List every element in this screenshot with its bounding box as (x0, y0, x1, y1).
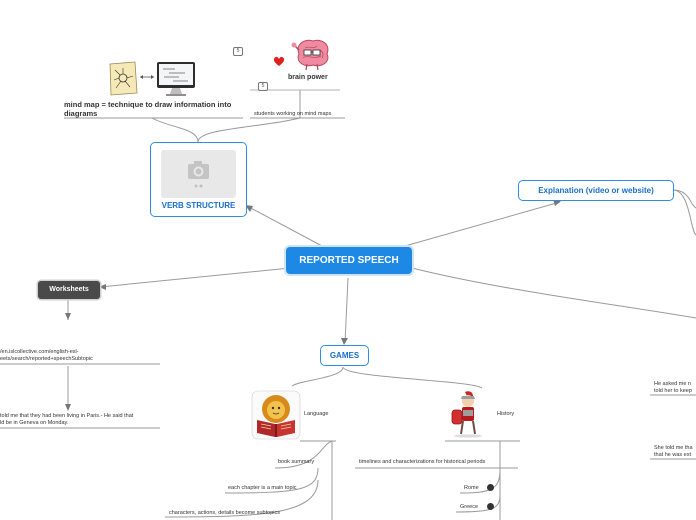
language-item-2: characters, actions, details become subt… (169, 510, 280, 516)
verb-structure-node[interactable]: VERB STRUCTURE (150, 142, 247, 217)
comment-count-icon: 5 (258, 82, 268, 91)
roman-soldier-icon (447, 390, 487, 443)
image-placeholder-icon (161, 150, 236, 198)
central-node-label: REPORTED SPEECH (299, 255, 399, 266)
right-note-1-line2: told her to keep (654, 388, 692, 394)
worksheets-example-line2: ld be in Geneva on Monday. (0, 420, 69, 426)
brain-power-label: brain power (288, 74, 328, 81)
mind-map-note: mind map = technique to draw information… (64, 100, 232, 118)
right-note-1-line1: He asked me n (654, 381, 691, 387)
heart-icon (273, 54, 285, 72)
globe-icon[interactable] (487, 484, 494, 491)
language-item-1: each chapter is a main topic (228, 485, 297, 491)
book-lion-icon (251, 390, 301, 445)
comment-count-icon: 5 (233, 47, 243, 56)
worksheets-label: Worksheets (49, 286, 89, 293)
central-node[interactable]: REPORTED SPEECH (286, 247, 412, 274)
worksheets-example-line1: told me that they had been living in Par… (0, 413, 134, 419)
students-note: students working on mind maps (254, 111, 332, 117)
games-label: GAMES (329, 351, 360, 360)
worksheets-link-line2[interactable]: eets/search/reported+speechSubtopic (0, 356, 93, 362)
games-node[interactable]: GAMES (320, 345, 369, 366)
history-item-0[interactable]: Rome (464, 485, 479, 491)
language-item-0: book summary (278, 459, 315, 465)
explanation-label: Explanation (video or website) (538, 186, 654, 195)
double-arrow-icon (140, 75, 154, 79)
explanation-node[interactable]: Explanation (video or website) (518, 180, 674, 201)
worksheets-link-line1[interactable]: /en.islcollective.com/english-esl- (0, 349, 79, 355)
right-note-2-line1: She told me tha (654, 445, 693, 451)
history-note: timelines and characterizations for hist… (359, 459, 486, 465)
history-item-1[interactable]: Greece (460, 504, 479, 510)
language-label: Language (304, 411, 329, 417)
brain-icon (289, 36, 335, 77)
monitor-icon (155, 61, 197, 102)
globe-icon[interactable] (487, 503, 494, 510)
mindmap-sketch-icon (107, 60, 139, 102)
history-label: History (497, 411, 515, 417)
verb-structure-label: VERB STRUCTURE (161, 201, 236, 210)
right-note-2-line2: that he was ext (654, 452, 691, 458)
worksheets-node[interactable]: Worksheets (38, 281, 100, 299)
